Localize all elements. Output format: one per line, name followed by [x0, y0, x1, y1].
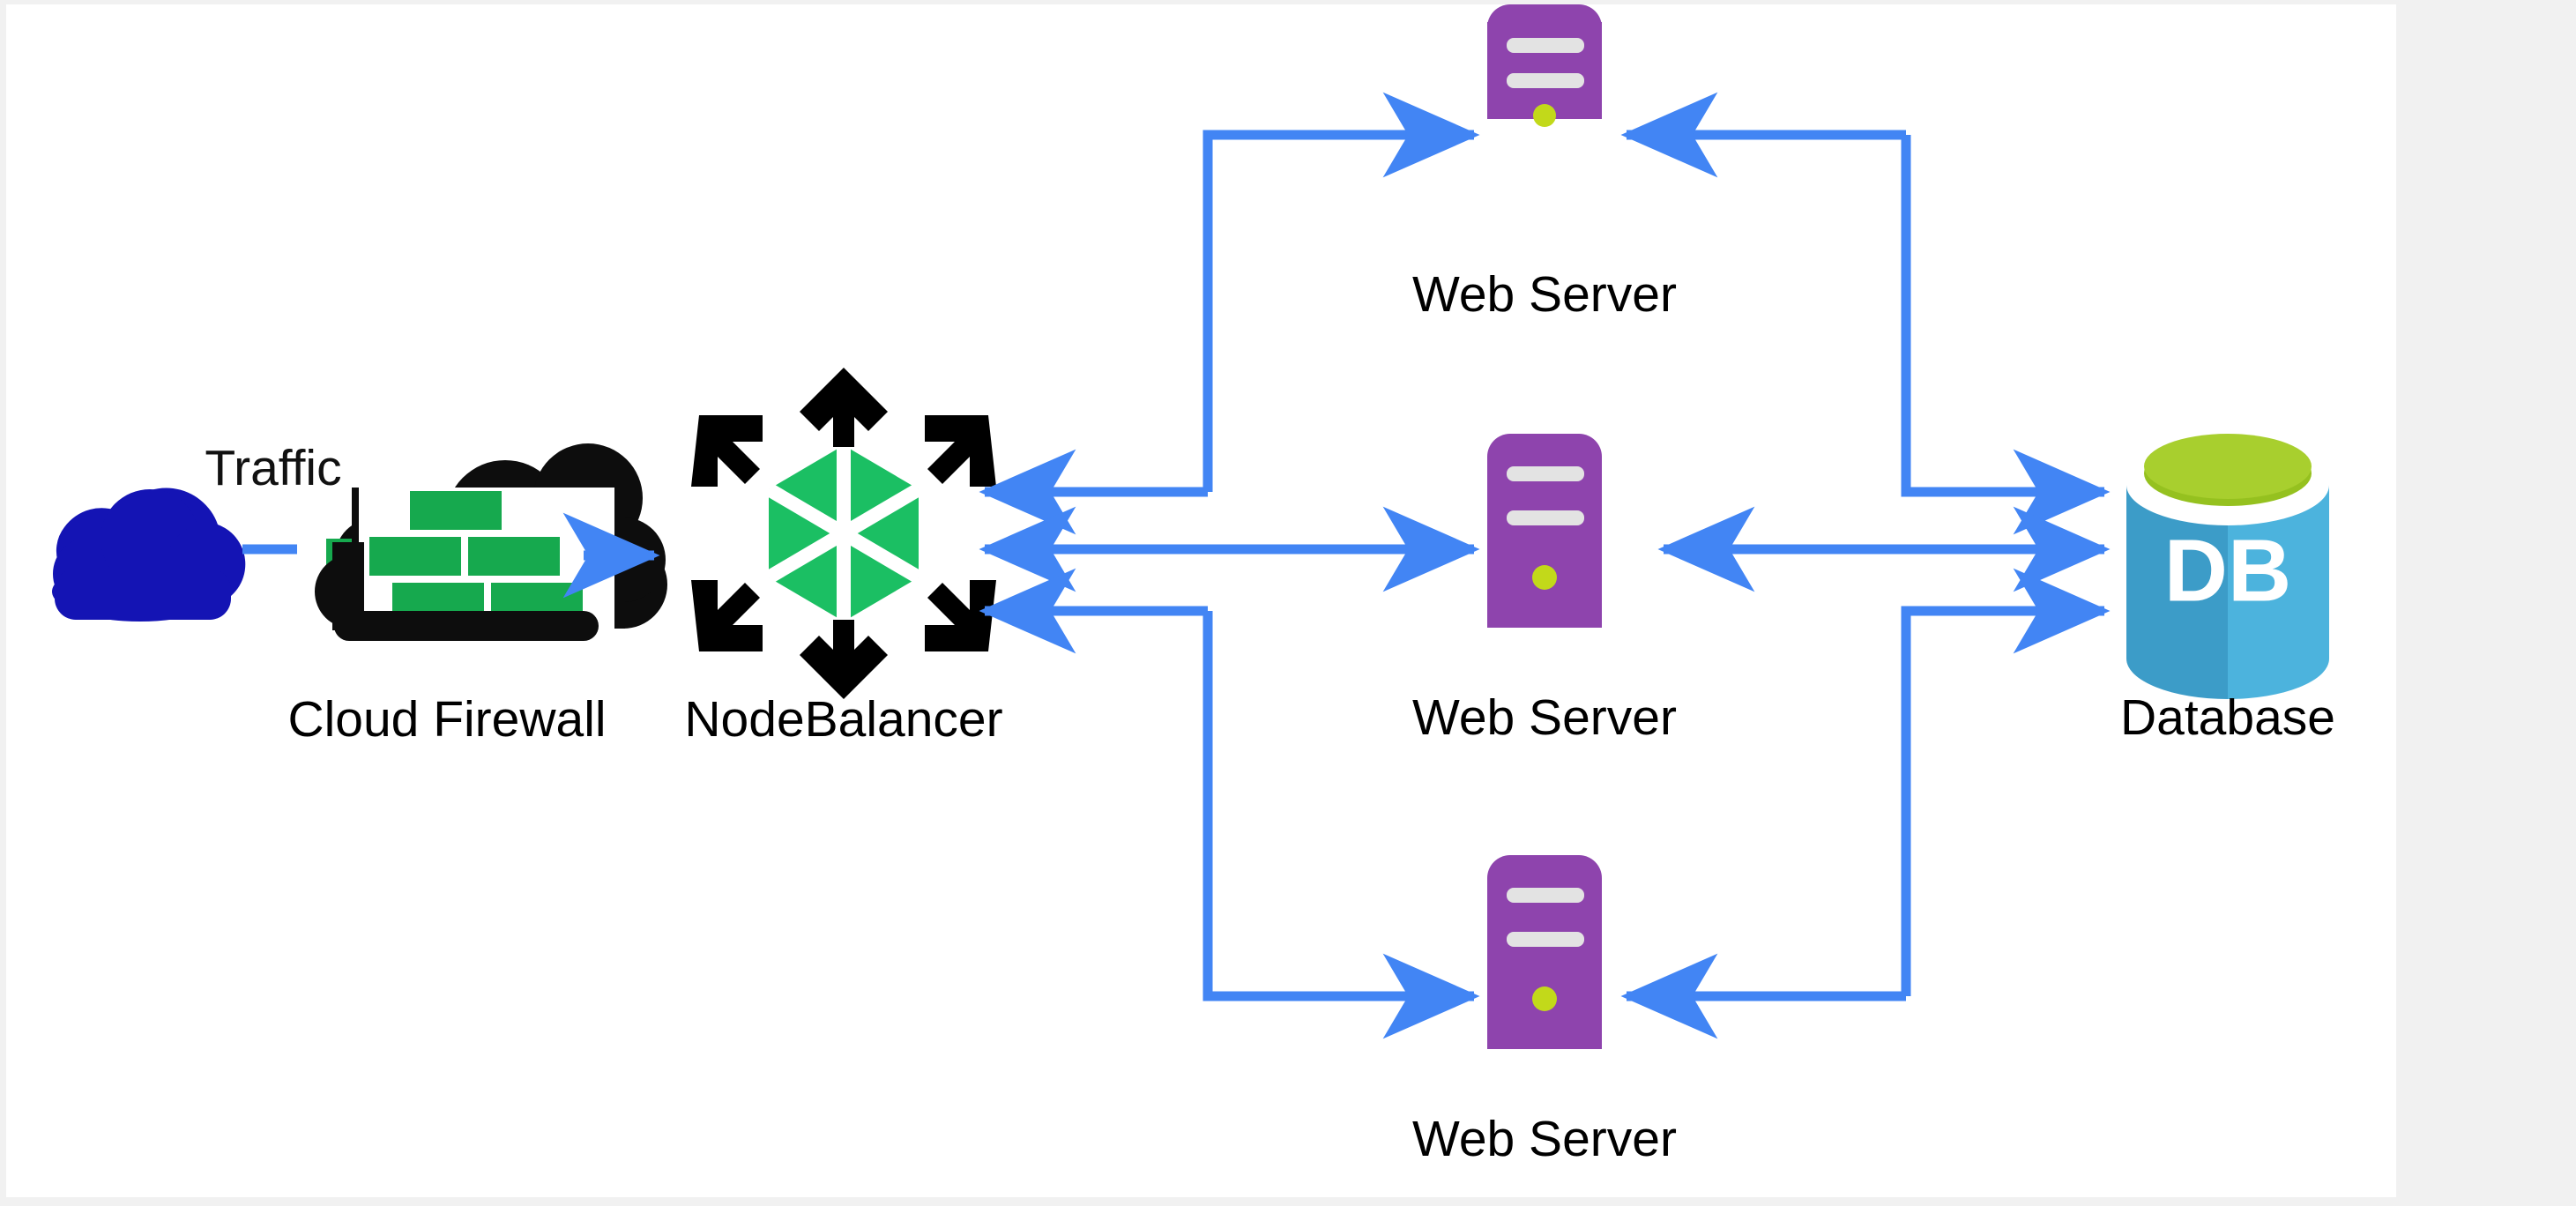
server-tower-icon — [1487, 855, 1602, 1049]
edge-nb-to-ws1 — [1202, 92, 1480, 492]
database-cylinder-icon: DB — [2126, 434, 2329, 699]
edge-ws1-to-db — [1901, 135, 2111, 535]
firewall-cloud-frame — [315, 443, 667, 641]
traffic-label: Traffic — [205, 440, 341, 496]
web-server-3-label: Web Server — [1412, 1111, 1677, 1167]
nodebalancer-hexagon-icon — [691, 368, 996, 699]
web-server-3: Web Server — [1412, 855, 1677, 1167]
web-server-1-label: Web Server — [1412, 266, 1677, 323]
server-tower-icon — [1487, 434, 1602, 628]
nodebalancer-label: NodeBalancer — [684, 691, 1002, 748]
diagram-canvas: Traffic — [6, 4, 2396, 1197]
edge-ws3-to-db — [1901, 568, 2111, 996]
server-tower-icon — [1487, 4, 1602, 127]
cloud-icon — [52, 488, 246, 622]
web-server-1: Web Server — [1412, 4, 1677, 323]
edge-nb-to-ws3 — [1202, 611, 1480, 1039]
nodebalancer-arrows-icon — [691, 368, 996, 699]
database-label: Database — [2120, 689, 2335, 746]
database-badge-text: DB — [2164, 521, 2291, 620]
architecture-diagram: Traffic — [52, 4, 2335, 1167]
web-server-2-label: Web Server — [1412, 689, 1677, 746]
cloud-firewall-label: Cloud Firewall — [287, 691, 606, 748]
web-server-2: Web Server — [1412, 434, 1677, 746]
